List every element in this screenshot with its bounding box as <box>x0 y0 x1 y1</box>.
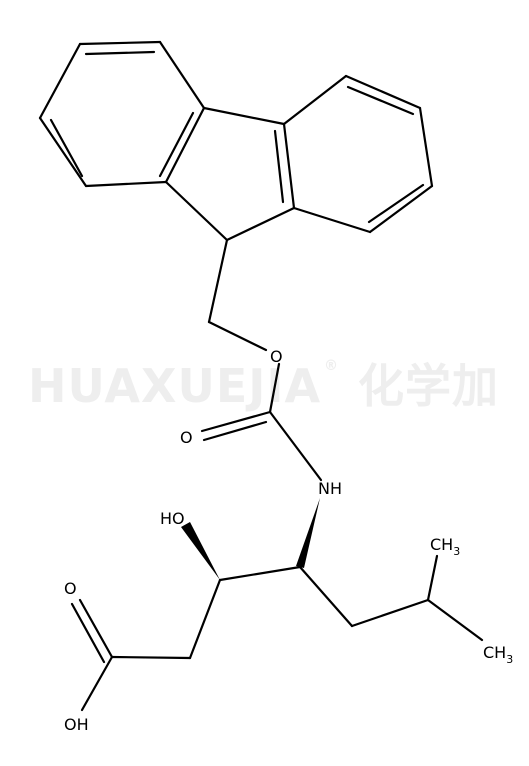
fluorene-five-ring <box>164 106 296 242</box>
atom-hydroxy: HO <box>160 509 185 528</box>
watermark-registered: ® <box>324 358 339 374</box>
atom-nh: NH <box>318 479 342 498</box>
stereo-wedge-nh <box>296 498 320 568</box>
carbamate-linker <box>200 238 323 482</box>
atom-ch3-upper: CH3 <box>430 535 460 558</box>
fluorene-right-ring <box>273 74 434 234</box>
fluorene-left-ring <box>38 40 206 188</box>
watermark-chinese: 化学加 <box>358 359 499 413</box>
atom-oh-acid: OH <box>64 715 89 734</box>
stereo-wedge-oh <box>181 522 220 580</box>
watermark: HUAXUEJIA ® 化学加 <box>28 358 499 413</box>
atom-o-carbonyl: O <box>180 428 193 447</box>
watermark-latin: HUAXUEJIA <box>28 359 321 413</box>
atom-o-acid: O <box>64 579 77 598</box>
backbone-chain <box>70 554 484 712</box>
atom-o-ester: O <box>270 347 283 366</box>
atom-ch3-lower: CH3 <box>483 643 513 666</box>
